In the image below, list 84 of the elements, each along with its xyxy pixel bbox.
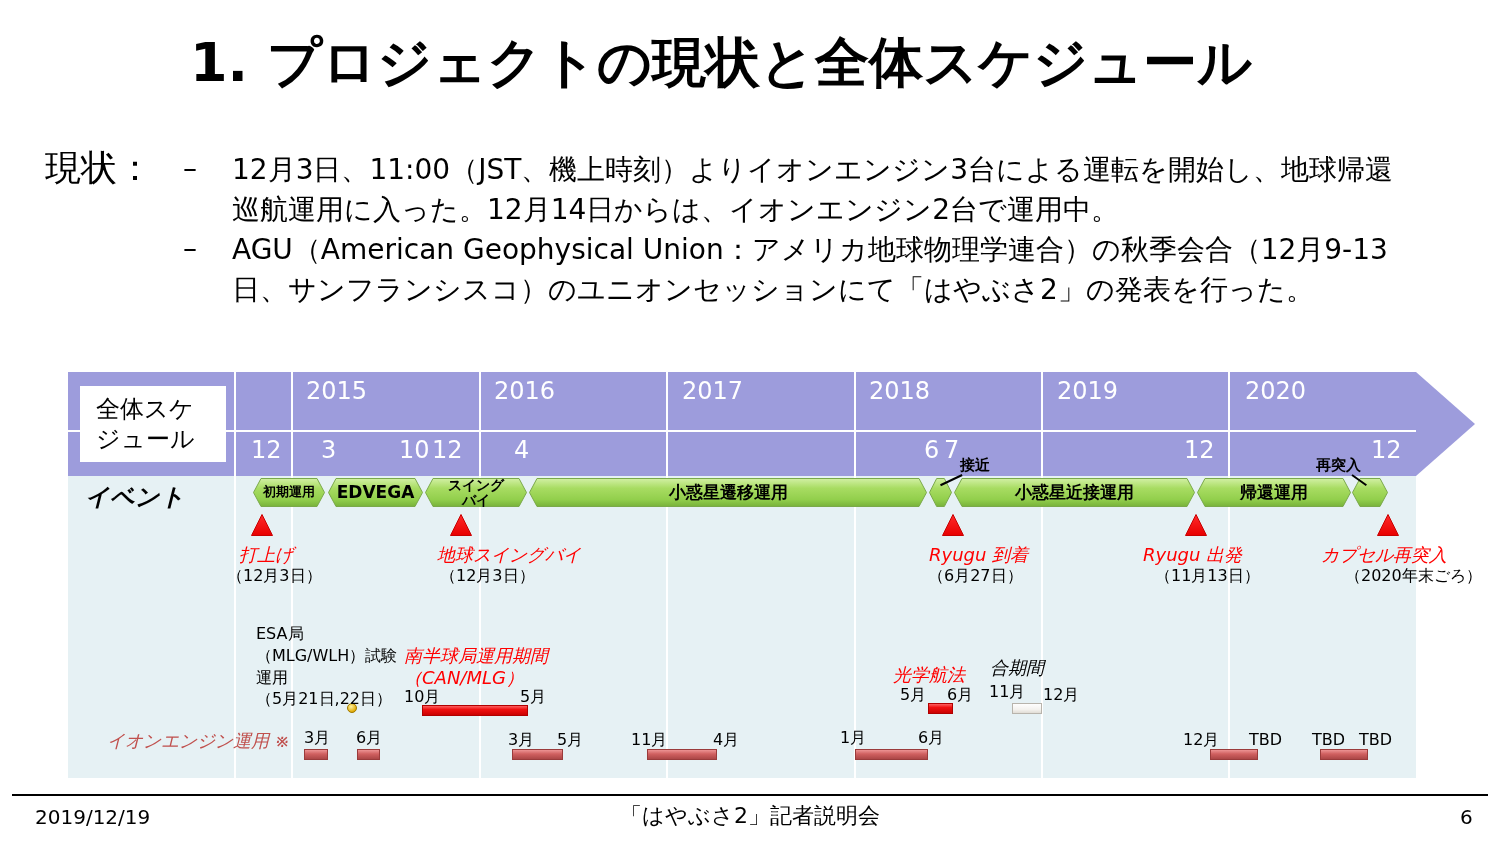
month-label: 6月 [918, 729, 945, 748]
callout-label: 接近 [960, 456, 996, 475]
page-title: 1. プロジェクトの現状と全体スケジュール [190, 32, 1252, 95]
leader-line [1351, 474, 1368, 487]
callout-label: 再突入 [1316, 456, 1366, 475]
body-paragraph: AGU（American Geophysical Union：アメリカ地球物理学連合）の秋季会合（12月9-13日、サンフランシスコ）のユニオンセッションにて「はやぶさ2」の発表を行った。 [232, 232, 1389, 308]
phase-segment: 小惑星遷移運用 [529, 478, 927, 507]
schedule-heading-box: 全体スケジュール [80, 386, 226, 462]
milestone-label: Ryugu 到着 [929, 545, 1029, 566]
section-heading: 現状： [45, 147, 153, 189]
note-text: ESA局（MLG/WLH）試験運用 [256, 623, 399, 689]
month-label: 12月 [1043, 686, 1080, 705]
row-heading: イオンエンジン運用 ※ [107, 731, 290, 752]
date-label: （2020年末ごろ） [1345, 567, 1482, 586]
month-label: 7 [944, 437, 960, 465]
year-label: 2019 [1057, 378, 1119, 406]
phase-segment: スイングバイ [425, 478, 527, 507]
period-bar [1320, 749, 1368, 760]
footer-date: 2019/12/19 [35, 806, 151, 829]
row-heading: イベント [85, 484, 185, 512]
month-label: 6月 [356, 729, 383, 748]
phase-segment: EDVEGA [328, 478, 423, 507]
period-bar [422, 705, 528, 716]
milestone-label: Ryugu 出発 [1143, 545, 1243, 566]
period-label: 南半球局運用期間（CAN/MLG） [404, 645, 551, 689]
month-label: 12 [1184, 437, 1215, 465]
body-paragraph: 12月3日、11:00（JST、機上時刻）よりイオンエンジン3台による運転を開始し、地球帰還巡航運用に入った。12月14日からは、イオンエンジン2台で運用中。 [232, 152, 1395, 228]
year-label: 2016 [494, 378, 556, 406]
month-label: 12 [1371, 437, 1402, 465]
month-label: 12月 [1183, 731, 1220, 750]
period-bar [357, 749, 380, 760]
phase-segment: 小惑星近接運用 [954, 478, 1195, 507]
page-number: 6 [1460, 806, 1473, 829]
date-label: （6月27日） [928, 567, 1023, 586]
month-label: 5月 [900, 686, 927, 705]
month-label: 10月 [404, 688, 441, 707]
month-label: 1月 [840, 729, 867, 748]
month-label: 5月 [557, 731, 584, 750]
milestone-triangle-icon [1377, 514, 1399, 536]
bullet-dash: – [183, 233, 197, 266]
month-label: TBD [1359, 731, 1393, 750]
phase-segment [1352, 478, 1388, 507]
bullet-dash: – [183, 153, 197, 186]
year-label: 2020 [1245, 378, 1307, 406]
date-label: （11月13日） [1155, 567, 1260, 586]
month-label: TBD [1312, 731, 1346, 750]
month-label: 12 [432, 437, 463, 465]
milestone-triangle-icon [450, 514, 472, 536]
period-bar [304, 749, 328, 760]
year-label: 2017 [682, 378, 744, 406]
month-label: 11月 [989, 683, 1026, 702]
month-label: 4 [514, 437, 530, 465]
month-label: 10 [399, 437, 430, 465]
period-bar [1012, 703, 1042, 714]
milestone-label: カプセル再突入 [1321, 545, 1447, 566]
milestone-triangle-icon [942, 514, 964, 536]
date-label: （5月21日,22日） [256, 690, 392, 709]
milestone-triangle-icon [251, 514, 273, 536]
period-bar [1210, 749, 1258, 760]
month-label: 3 [321, 437, 337, 465]
month-label: 3月 [508, 731, 535, 750]
phase-segment [929, 478, 952, 507]
period-bar [647, 749, 717, 760]
month-label: TBD [1249, 731, 1283, 750]
leader-line [939, 474, 964, 487]
period-bar [855, 749, 928, 760]
period-label: 合期間 [990, 658, 1044, 679]
month-label: 6月 [947, 686, 974, 705]
month-label: 6 [924, 437, 940, 465]
year-label: 2018 [869, 378, 931, 406]
date-label: （12月3日） [227, 567, 322, 586]
month-label: 4月 [713, 731, 740, 750]
milestone-label: 地球スイングバイ [437, 545, 581, 566]
month-label: 12 [251, 437, 282, 465]
year-label: 2015 [306, 378, 368, 406]
month-label: 3月 [304, 729, 331, 748]
period-bar [928, 703, 953, 714]
month-label: 11月 [631, 731, 668, 750]
milestone-triangle-icon [1185, 514, 1207, 536]
date-label: （12月3日） [440, 567, 535, 586]
period-label: 光学航法 [893, 665, 965, 686]
footer-title: 「はやぶさ2」記者説明会 [620, 803, 880, 829]
period-bar [512, 749, 563, 760]
month-label: 5月 [520, 688, 547, 707]
